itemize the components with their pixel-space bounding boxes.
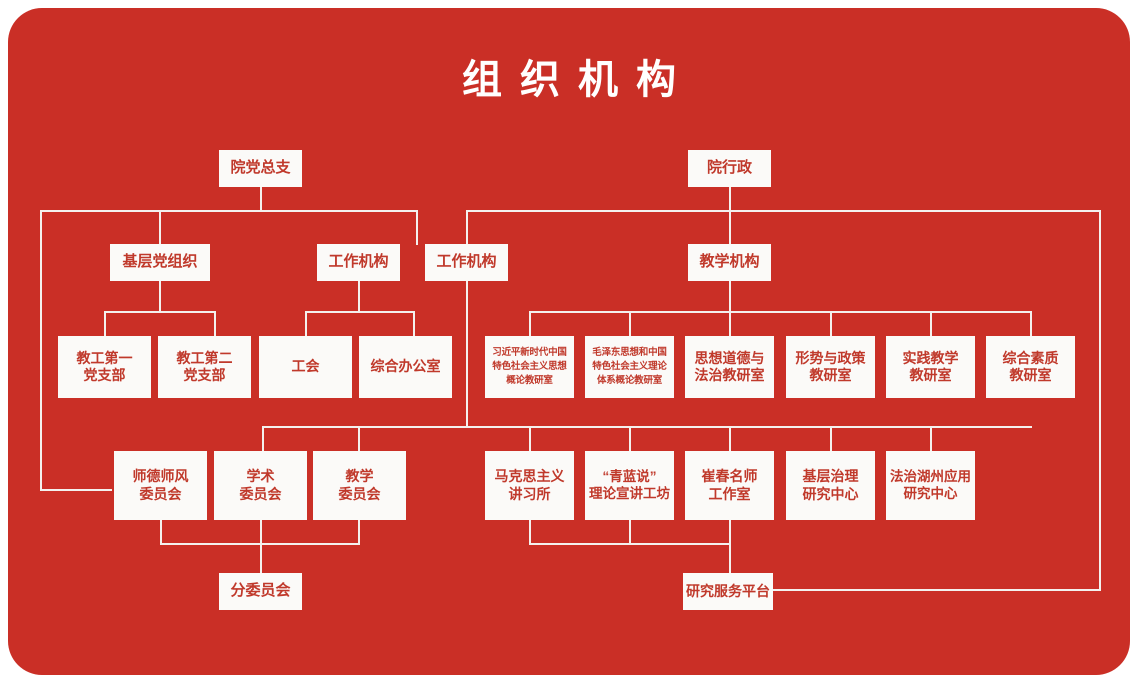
node-dept-quality[interactable]: 综合素质 教研室 (986, 336, 1075, 398)
node-dept-xi[interactable]: 习近平新时代中国 特色社会主义思想 概论教研室 (485, 336, 574, 398)
node-inst-governance[interactable]: 基层治理 研究中心 (786, 451, 875, 520)
node-grassroots-party-org[interactable]: 基层党组织 (110, 244, 210, 281)
connector-subcommittee-stem (260, 543, 262, 574)
connector-drop-dept-ethics (729, 311, 731, 337)
connector-platform-stem (729, 543, 731, 574)
connector-drop-dept-practice (930, 311, 932, 337)
node-inst-marxism[interactable]: 马克思主义 讲习所 (485, 451, 574, 520)
connector-drop-inst-marxism (529, 426, 531, 452)
node-work-org-admin[interactable]: 工作机构 (425, 244, 508, 281)
connector-left-trunk-into-ethics (40, 489, 112, 491)
connector-subcommittee-riser-teaching (358, 520, 360, 544)
connector-drop-teachingorg (729, 210, 731, 245)
connector-platform-riser-cuichun (729, 520, 731, 544)
connector-drop-inst-qinglan (629, 426, 631, 452)
connector-grassroots-bus (104, 311, 216, 313)
connector-workorg-party-stem (358, 280, 360, 312)
connector-drop-generaloffice (413, 311, 415, 337)
connector-workorg-party-bus (305, 311, 415, 313)
connector-drop-dept-policy (830, 311, 832, 337)
connector-drop-branch2 (214, 311, 216, 337)
node-committee-ethics[interactable]: 师德师风 委员会 (114, 451, 207, 520)
connector-mid-bus-left-riser (262, 426, 264, 452)
node-committee-teaching[interactable]: 教学 委员会 (313, 451, 406, 520)
connector-party-stem (260, 186, 262, 211)
connector-party-bus (40, 210, 418, 212)
connector-drop-dept-quality (1030, 311, 1032, 337)
connector-drop-branch1 (104, 311, 106, 337)
connector-platform-bus (529, 543, 731, 545)
node-general-office[interactable]: 综合办公室 (359, 336, 452, 398)
connector-workorg-admin-stem (466, 280, 468, 427)
connector-teachingorg-bus (529, 311, 1032, 313)
node-faculty-branch-2[interactable]: 教工第二 党支部 (158, 336, 251, 398)
connector-right-trunk (1099, 210, 1101, 591)
connector-platform-riser-marxism (529, 520, 531, 544)
node-teaching-org[interactable]: 教学机构 (688, 244, 771, 281)
connector-right-trunk-into-platform (773, 589, 1101, 591)
node-sub-committee[interactable]: 分委员会 (219, 573, 302, 610)
connector-platform-riser-qinglan (629, 520, 631, 544)
node-research-platform[interactable]: 研究服务平台 (683, 573, 773, 610)
connector-drop-dept-mao (629, 311, 631, 337)
node-union[interactable]: 工会 (259, 336, 352, 398)
connector-drop-inst-huzhou (930, 426, 932, 452)
connector-drop-committee-teaching (358, 426, 360, 452)
node-administration[interactable]: 院行政 (688, 150, 771, 187)
node-work-org-party[interactable]: 工作机构 (317, 244, 400, 281)
node-inst-qinglanshuo[interactable]: “青蓝说” 理论宣讲工坊 (585, 451, 674, 520)
node-dept-mao[interactable]: 毛泽东思想和中国 特色社会主义理论 体系概论教研室 (585, 336, 674, 398)
connector-admin-stem (729, 186, 731, 211)
connector-grassroots-stem (159, 280, 161, 312)
connector-drop-union (305, 311, 307, 337)
connector-drop-workorg-admin (466, 210, 468, 245)
connector-teachingorg-stem (729, 280, 731, 312)
node-inst-cuichun[interactable]: 崔春名师 工作室 (685, 451, 774, 520)
node-dept-ethics[interactable]: 思想道德与 法治教研室 (685, 336, 774, 398)
node-dept-practice[interactable]: 实践教学 教研室 (886, 336, 975, 398)
connector-drop-dept-xi (529, 311, 531, 337)
connector-subcommittee-riser-academic (260, 520, 262, 544)
connector-drop-grassroots (159, 210, 161, 245)
connector-left-trunk (40, 210, 42, 491)
connector-admin-bus (466, 210, 1101, 212)
connector-mid-bus (262, 426, 1032, 428)
node-faculty-branch-1[interactable]: 教工第一 党支部 (58, 336, 151, 398)
connector-drop-inst-cuichun (729, 426, 731, 452)
node-committee-academic[interactable]: 学术 委员会 (214, 451, 307, 520)
node-party-branch[interactable]: 院党总支 (219, 150, 302, 187)
connector-drop-workorg-party (416, 210, 418, 245)
node-inst-huzhou[interactable]: 法治湖州应用 研究中心 (886, 451, 975, 520)
connector-drop-inst-governance (830, 426, 832, 452)
page-title: 组织机构 (462, 58, 694, 102)
node-dept-policy[interactable]: 形势与政策 教研室 (786, 336, 875, 398)
connector-subcommittee-riser-ethics (160, 520, 162, 544)
